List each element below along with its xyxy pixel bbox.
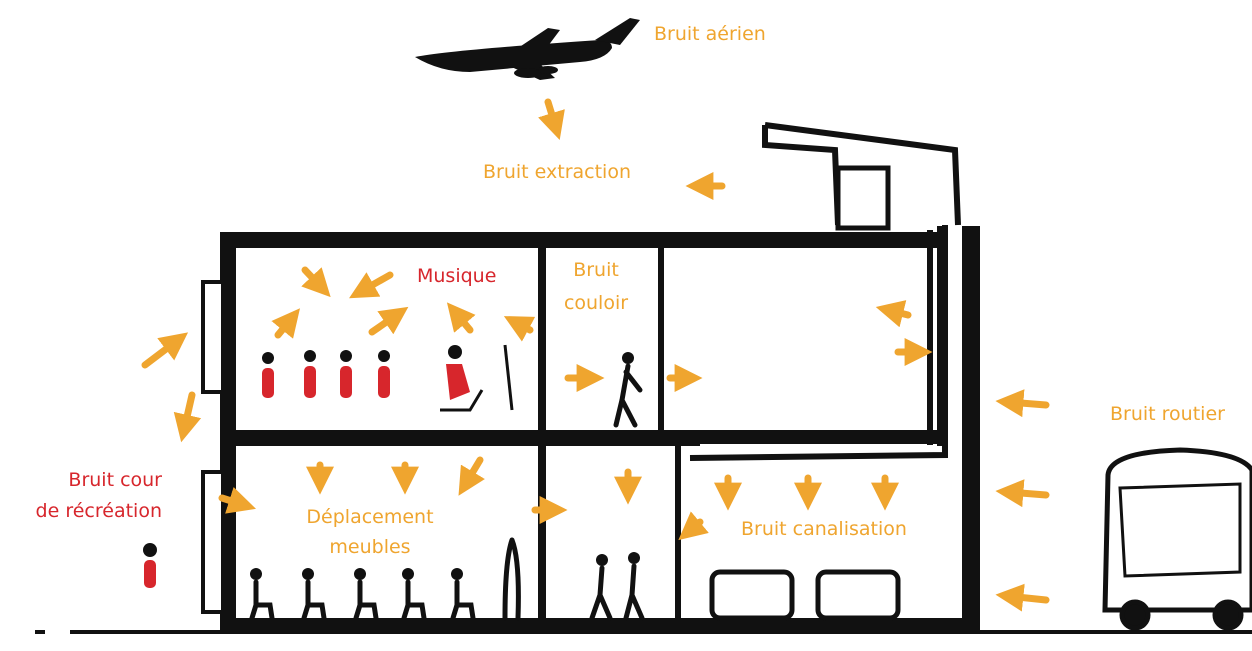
label-bruit-cour-line1: Bruit cour [68, 469, 162, 491]
label-bruit-cour: Bruit cour de récréation [0, 468, 162, 524]
label-bruit-canalisation: Bruit canalisation [741, 518, 907, 540]
person-icon-group-red [143, 344, 514, 588]
label-bruit-routier: Bruit routier [1110, 403, 1225, 425]
building-section [201, 226, 980, 634]
extraction-unit [835, 165, 891, 231]
label-deplacement-line1: Déplacement [306, 506, 434, 528]
label-bruit-cour-line2: de récréation [35, 500, 162, 522]
label-deplacement-meubles: Déplacement meubles [290, 505, 450, 560]
label-bruit-extraction: Bruit extraction [483, 161, 632, 183]
radiator-icon [709, 569, 901, 621]
label-deplacement-line2: meubles [329, 536, 411, 558]
label-bruit-couloir-line1: Bruit [573, 259, 619, 281]
person-icon-group-black [249, 352, 645, 621]
bus-icon [1102, 447, 1252, 631]
label-bruit-aerien: Bruit aérien [654, 23, 766, 45]
noise-arrow-icon [141, 98, 1050, 612]
label-musique: Musique [417, 265, 497, 287]
label-bruit-couloir: Bruit couloir [560, 258, 632, 316]
ventilation-duct-icon [689, 122, 961, 461]
airplane-icon [415, 18, 640, 80]
label-bruit-couloir-line2: couloir [563, 292, 629, 314]
